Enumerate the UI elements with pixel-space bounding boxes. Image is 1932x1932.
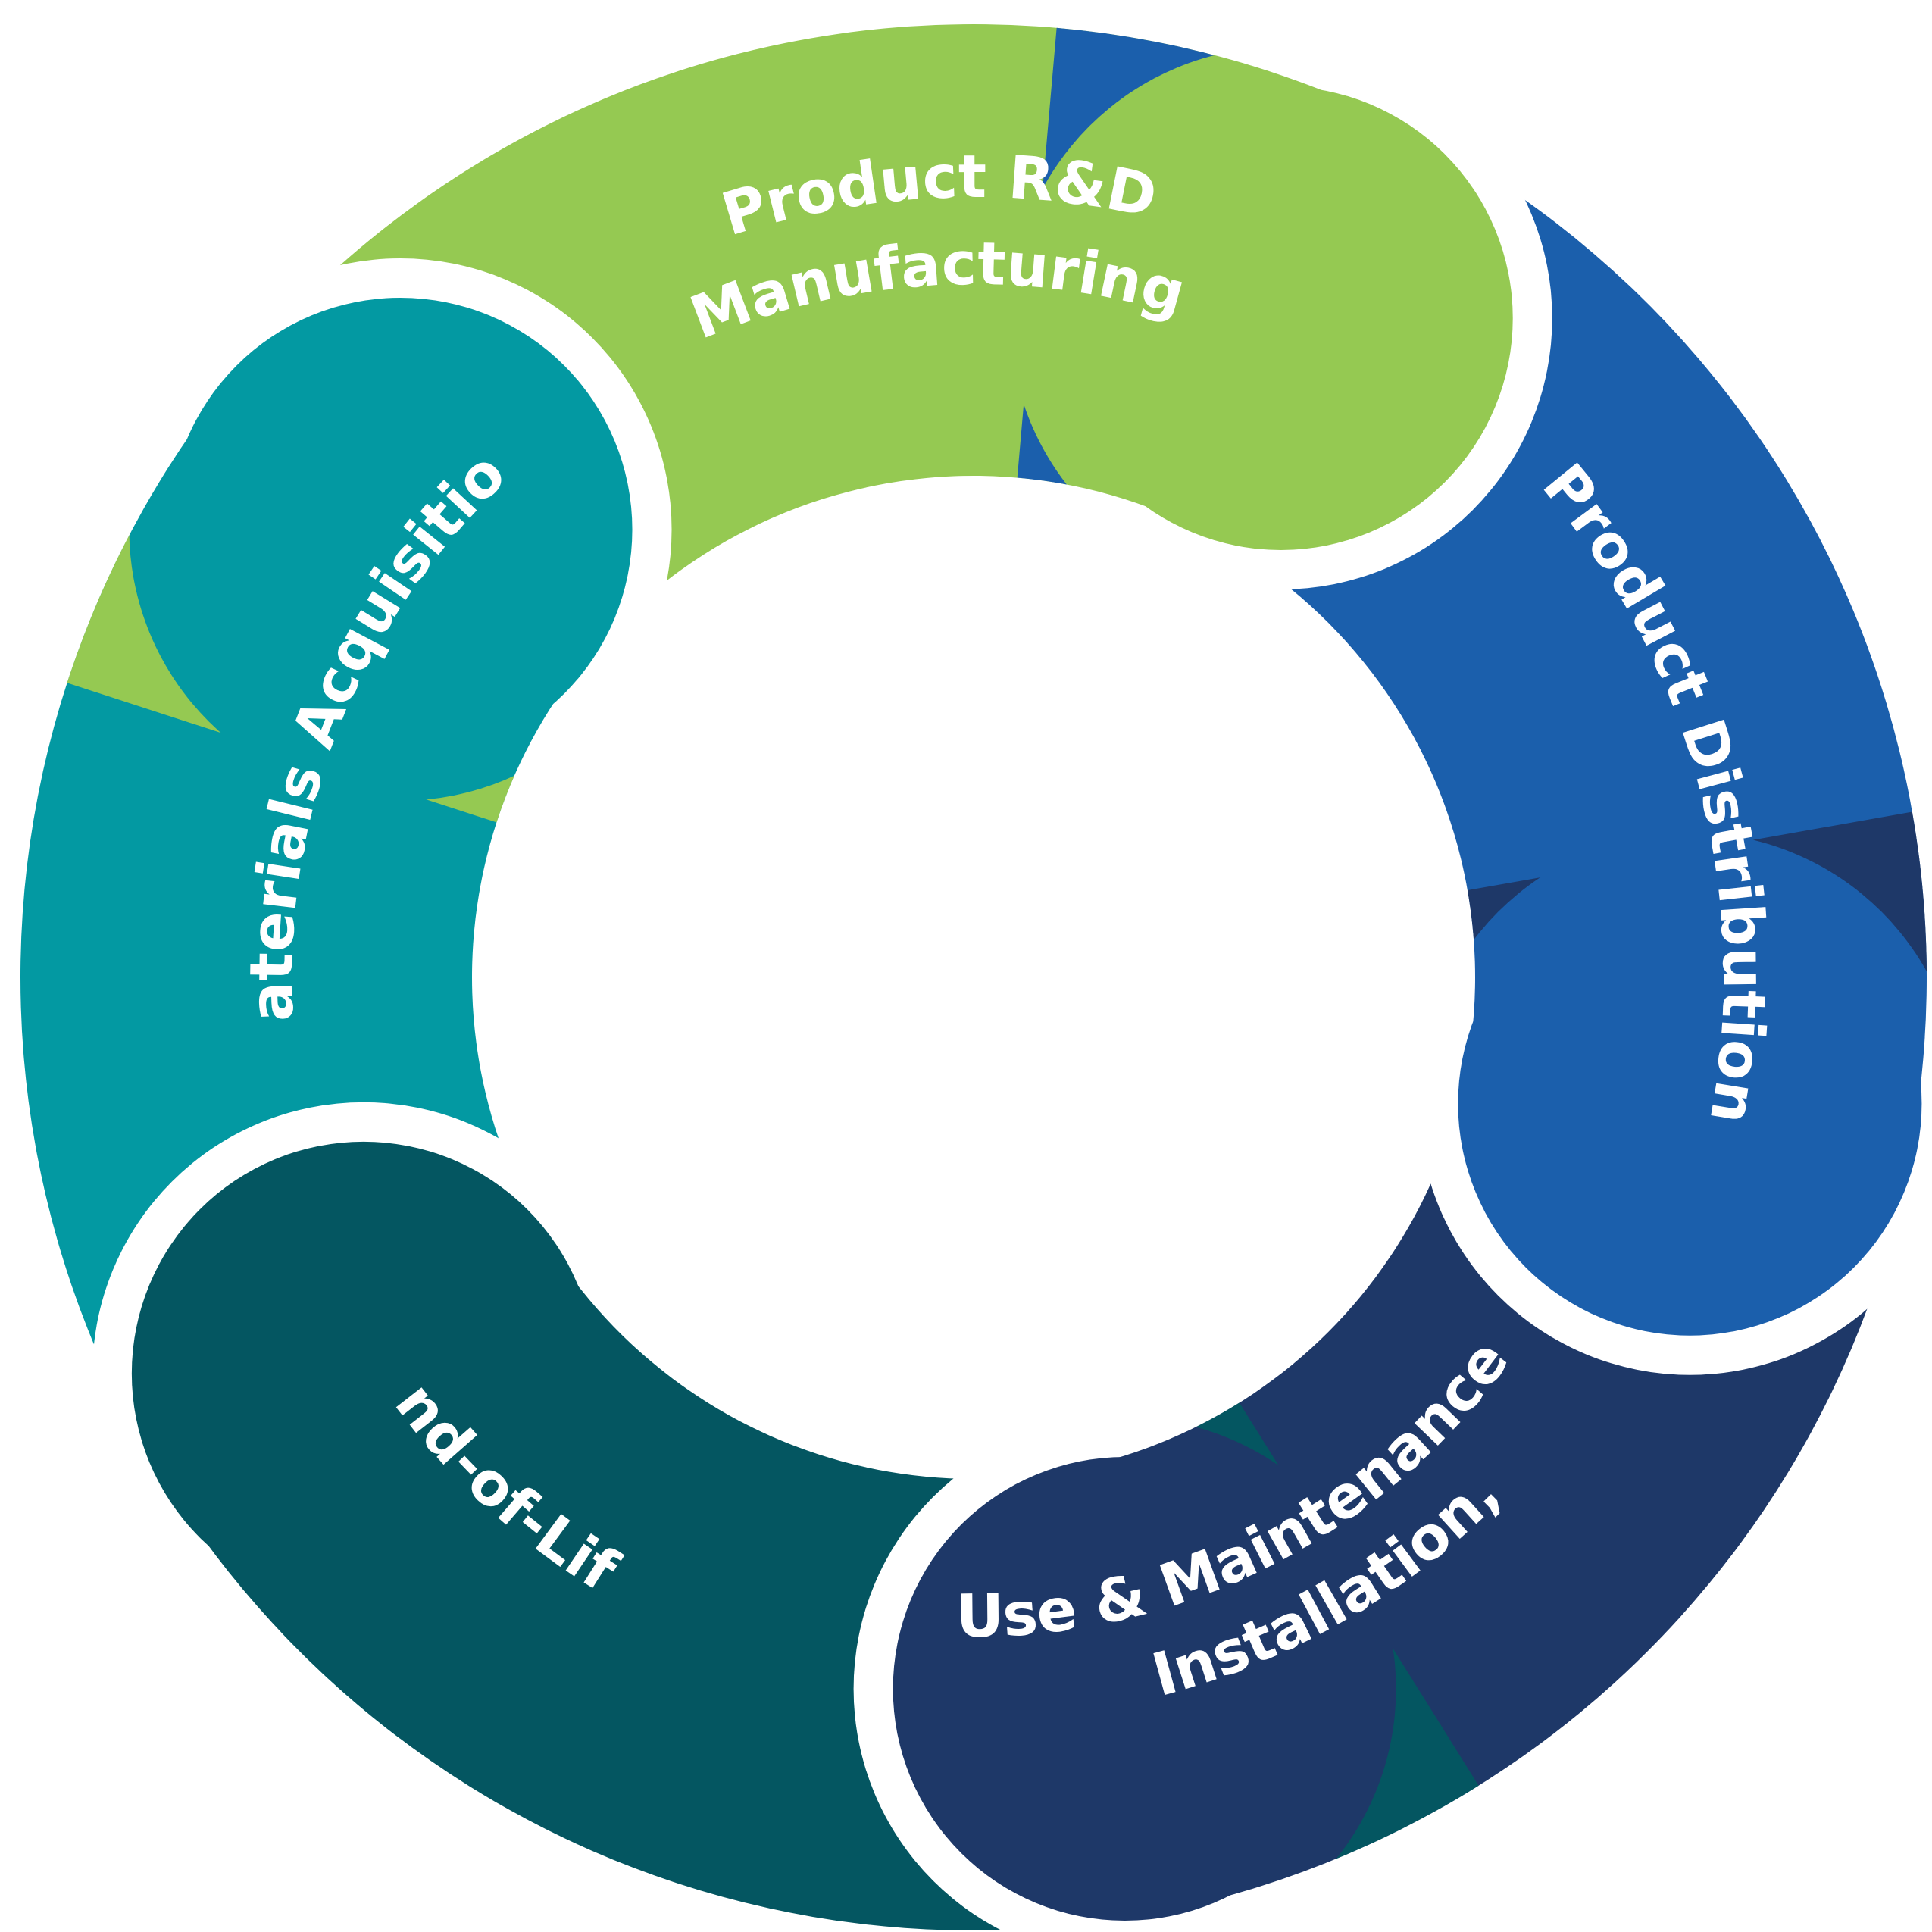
segments-group	[0, 0, 1932, 1932]
segment-end-of-life	[0, 0, 1932, 1932]
lifecycle-diagram: Materials AcquisitionProduct R&DManufact…	[0, 0, 1932, 1932]
